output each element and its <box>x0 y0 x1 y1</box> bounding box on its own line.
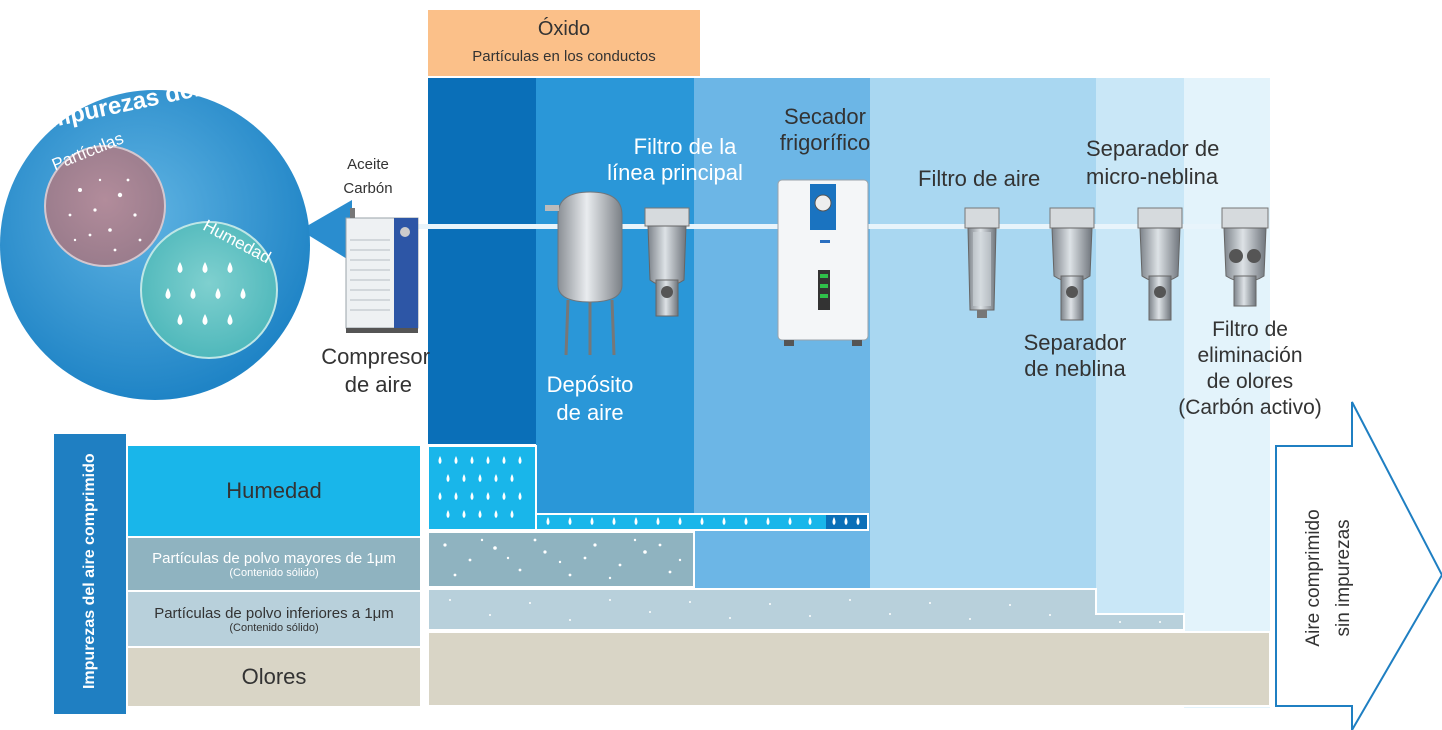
oxide-box <box>428 10 700 76</box>
arrow-label-line1: Aire comprimido <box>1303 509 1325 647</box>
compressor-name-line2: de aire <box>344 372 412 397</box>
odor-filter-label-line2: eliminación <box>1197 344 1303 367</box>
compressor-carbon-label: Carbón <box>343 180 393 197</box>
refrigerated-dryer <box>777 179 869 346</box>
row-humidity-label: Humedad <box>226 478 322 503</box>
row-odors: Olores <box>128 648 420 706</box>
row-large-particles: Partículas de polvo mayores de 1μm (Cont… <box>128 538 420 590</box>
row-small-particles: Partículas de polvo inferiores a 1μm (Co… <box>128 592 420 646</box>
clean-air-arrow <box>1275 401 1442 730</box>
odor-filter-label-line4: (Carbón activo) <box>1178 396 1322 419</box>
air-compressor <box>345 208 419 333</box>
odor-filter-label-line1: Filtro de <box>1212 318 1288 341</box>
main-filter-label-line1: Filtro de la <box>633 134 737 159</box>
oxide-title: Óxido <box>537 18 591 40</box>
side-label: Impurezas del aire comprimido <box>80 453 98 690</box>
row-humidity: Humedad <box>128 446 420 536</box>
dryer-label-line2: frigorífico <box>779 130 871 155</box>
stage-band-6 <box>1184 78 1270 708</box>
air-filter-unit <box>964 207 1000 318</box>
compressor-oil-label: Aceite <box>347 156 389 173</box>
mist-separator-unit <box>1049 207 1095 321</box>
mist-separator-label-line2: de neblina <box>1024 356 1126 381</box>
main-line-filter <box>644 207 690 317</box>
row-odors-bg <box>128 648 420 706</box>
micro-mist-label-line2: micro-neblina <box>1086 164 1219 189</box>
arrow-label-line2: sin impurezas <box>1333 519 1355 637</box>
air-filter-label: Filtro de aire <box>918 166 1041 191</box>
large-particles-region <box>427 531 695 588</box>
row-humidity-bg <box>128 446 420 536</box>
stage-band-2-lower <box>536 444 694 516</box>
row-small-particles-bg <box>128 592 420 646</box>
stage-band-4 <box>870 78 1096 588</box>
row-odors-label: Olores <box>241 664 307 689</box>
stage-band-1 <box>428 78 536 444</box>
tank-label-line2: de aire <box>556 400 624 425</box>
fine-particles-region <box>427 588 1185 631</box>
side-label-bg <box>54 434 126 714</box>
micro-mist-label-line1: Separador de <box>1086 136 1220 161</box>
micro-mist-separator-unit <box>1137 207 1183 321</box>
humidity-water <box>427 445 869 531</box>
row-small-particles-sub: (Contenido sólido) <box>229 621 319 634</box>
odor-filter-label-line3: de olores <box>1206 370 1294 393</box>
row-large-particles-sub: (Contenido sólido) <box>229 566 319 579</box>
mist-separator-label-line1: Separador <box>1023 330 1127 355</box>
dryer-label-line1: Secador <box>784 104 866 129</box>
oxide-subtitle: Partículas en los conductos <box>472 48 656 65</box>
air-tank <box>545 191 623 356</box>
row-small-particles-label: Partículas de polvo inferiores a 1μm <box>154 604 394 622</box>
tank-label-line1: Depósito <box>546 372 634 397</box>
odor-removal-filter-unit <box>1221 207 1269 307</box>
stage-band-5 <box>1096 78 1184 630</box>
row-large-particles-bg <box>128 538 420 590</box>
compressor-name-line1: Compresor <box>321 344 430 369</box>
odors-region <box>427 631 1271 707</box>
row-large-particles-label: Partículas de polvo mayores de 1μm <box>152 549 396 567</box>
main-filter-label-line2: línea principal <box>607 160 743 185</box>
impurities-bubble <box>0 90 352 400</box>
